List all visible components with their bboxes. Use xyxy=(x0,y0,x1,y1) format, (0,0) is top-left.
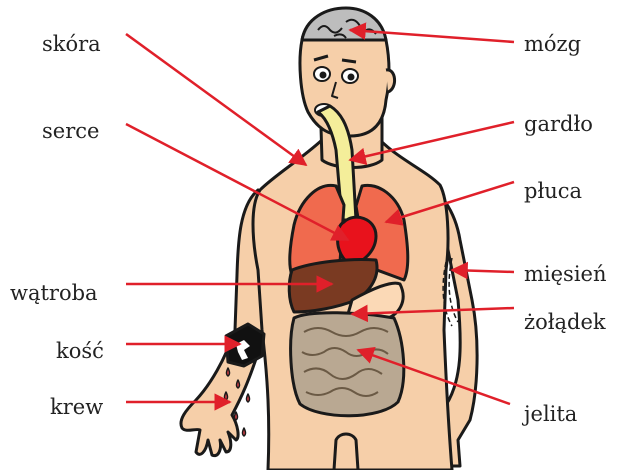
label-watroba: wątroba xyxy=(10,281,98,305)
arrow-skora xyxy=(126,34,306,165)
label-skora: skóra xyxy=(42,32,101,56)
label-miesien: mięsień xyxy=(524,262,607,286)
label-kosc: kość xyxy=(56,339,104,363)
label-pluca: płuca xyxy=(524,179,582,203)
label-krew: krew xyxy=(50,395,103,419)
label-serce: serce xyxy=(42,119,99,143)
human-figure xyxy=(181,8,477,470)
label-gardlo: gardło xyxy=(524,112,593,136)
label-jelita: jelita xyxy=(521,402,577,426)
intestines xyxy=(291,313,404,416)
label-mozg: mózg xyxy=(524,32,581,56)
label-zoladek: żołądek xyxy=(524,310,606,334)
